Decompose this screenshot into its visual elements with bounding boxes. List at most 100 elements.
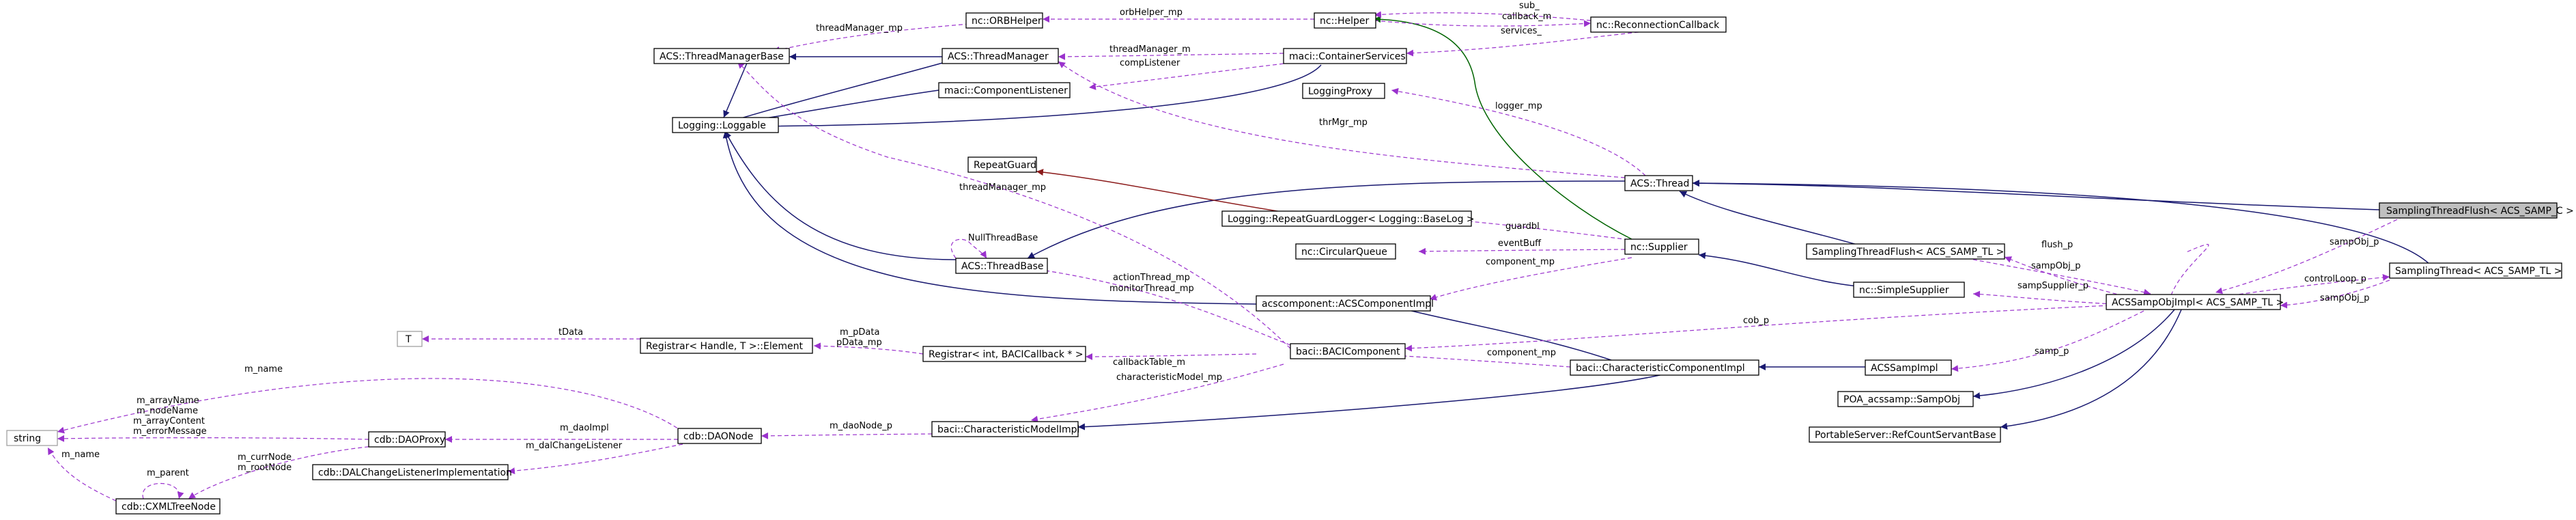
edge-threadbase-to-itself: [950, 238, 987, 259]
edge-orbhelper-to-threadmanagerbase: [772, 23, 970, 53]
node-characteristicmodelimpl[interactable]: baci::CharacteristicModelImpl: [931, 421, 1079, 437]
node-dalchangelistenerimplementation[interactable]: cdb::DALChangeListenerImplementation: [312, 464, 512, 480]
edge-stflush-c-to-acsthread: [1692, 180, 2380, 210]
node-helper[interactable]: nc::Helper: [1314, 12, 1376, 29]
node-orbhelper[interactable]: nc::ORBHelper: [965, 12, 1043, 29]
node-repeatguardlogger[interactable]: Logging::RepeatGuardLogger< Logging::Bas…: [1221, 210, 1475, 227]
node-daonode[interactable]: cdb::DAONode: [677, 428, 762, 444]
node-label: RepeatGuard: [974, 160, 1036, 171]
edge-supplier-to-circularqueue: [1418, 247, 1626, 255]
edge-sampobjimpl-to-simplesupplier: [1972, 290, 2114, 305]
node-label: Logging::Loggable: [678, 120, 766, 131]
node-label: nc::Helper: [1320, 16, 1370, 27]
edge-label: orbHelper_mp: [1120, 8, 1183, 18]
edge-label: threadManager_mp: [959, 182, 1046, 193]
edge-sampobjimpl-to-samplingthread: [2218, 274, 2390, 298]
edge-label: logger_mp: [1495, 101, 1542, 111]
node-cxmltreenode[interactable]: cdb::CXMLTreeNode: [115, 498, 221, 515]
edge-label: callbackTable_m: [1113, 357, 1185, 368]
edge-label: NullThreadBase: [968, 233, 1038, 243]
node-componentlistener[interactable]: maci::ComponentListener: [938, 82, 1071, 98]
edge-bacicomponent-to-registrar: [1085, 353, 1257, 360]
edge-daoproxy-to-cxmltreenode: [188, 445, 383, 500]
edge-label: component_mp: [1487, 348, 1556, 358]
edge-label: m_name: [61, 450, 100, 460]
node-acssampimpl[interactable]: ACSSampImpl: [1865, 359, 1952, 376]
node-label: baci::BACIComponent: [1296, 346, 1400, 357]
edge-label: services_: [1501, 26, 1542, 36]
edge-label: m_daoNode_p: [830, 421, 892, 431]
node-sampobjimpl[interactable]: ACSSampObjImpl< ACS_SAMP_TL >: [2106, 294, 2284, 310]
node-samplingthreadflush-c[interactable]: SamplingThreadFlush< ACS_SAMP_C >: [2379, 202, 2574, 219]
node-acscomponentimpl[interactable]: acscomponent::ACSComponentImpl: [1256, 295, 1434, 312]
edge-label: eventBuff: [1498, 238, 1542, 249]
node-t[interactable]: T: [397, 331, 423, 347]
edge-sampobjimpl-to-poasampobj: [1972, 309, 2175, 400]
edge-daoproxy-to-string: [57, 435, 369, 442]
node-bacicomponent[interactable]: baci::BACIComponent: [1290, 343, 1406, 359]
edge-threadmanager-to-loggable: [724, 61, 948, 124]
node-threadmanager[interactable]: ACS::ThreadManager: [942, 48, 1059, 64]
edge-label: guardbl: [1505, 221, 1540, 232]
edge-sampobjimpl-to-refcountservantbase: [2000, 309, 2182, 430]
edge-daonode-to-string: [57, 378, 683, 434]
node-label: PortableServer::RefCountServantBase: [1815, 430, 1996, 441]
node-containerservices[interactable]: maci::ContainerServices: [1283, 48, 1407, 64]
edge-containerservices-to-loggable: [724, 64, 1322, 130]
node-threadbase[interactable]: ACS::ThreadBase: [955, 258, 1048, 274]
edge-label: samp_p: [2035, 346, 2069, 357]
node-samplingthreadflush-tl[interactable]: SamplingThreadFlush< ACS_SAMP_TL >: [1806, 243, 2005, 260]
node-poa-sampobj[interactable]: POA_acssamp::SampObj: [1837, 391, 1974, 407]
edge-label: m_arrayContent: [133, 416, 205, 426]
node-loggable[interactable]: Logging::Loggable: [672, 117, 779, 133]
node-label: Registrar< int, BACICallback * >: [929, 349, 1084, 360]
node-circularqueue[interactable]: nc::CircularQueue: [1295, 243, 1396, 260]
node-label: Registrar< Handle, T >::Element: [646, 341, 803, 352]
node-samplingthread-tl[interactable]: SamplingThread< ACS_SAMP_TL >: [2389, 262, 2562, 279]
node-supplier[interactable]: nc::Supplier: [1624, 238, 1699, 255]
node-label: nc::SimpleSupplier: [1859, 285, 1949, 296]
node-label: cdb::DAOProxy: [374, 435, 445, 446]
edge-label: m_name: [244, 364, 283, 374]
edge-supplier-to-acscomponentimpl: [1429, 257, 1632, 301]
node-label: cdb::DAONode: [683, 431, 753, 442]
edge-sampobjimpl-to-stflush-c-forward: [2170, 244, 2209, 296]
node-label: SamplingThread< ACS_SAMP_TL >: [2395, 266, 2562, 277]
edge-acsthread-to-threadmanager: [1058, 61, 1626, 178]
node-repeatguard[interactable]: RepeatGuard: [967, 156, 1037, 173]
edge-label: monitorThread_mp: [1109, 284, 1194, 294]
edge-label: actionThread_mp: [1113, 273, 1190, 283]
edge-stflush-tl-to-sampobjimpl: [1966, 258, 2151, 296]
node-daoproxy[interactable]: cdb::DAOProxy: [368, 431, 446, 448]
node-loggingproxy[interactable]: LoggingProxy: [1302, 83, 1385, 99]
node-label: nc::ReconnectionCallback: [1596, 20, 1720, 31]
node-registrar[interactable]: Registrar< int, BACICallback * >: [922, 346, 1086, 362]
edge-stflush-c-to-sampobjimpl: [2215, 216, 2404, 295]
edge-reconnection-to-containerservices: [1406, 31, 1639, 57]
node-label: cdb::DALChangeListenerImplementation: [318, 467, 512, 478]
node-registrar-element[interactable]: Registrar< Handle, T >::Element: [640, 338, 813, 354]
node-reconnectioncallback[interactable]: nc::ReconnectionCallback: [1590, 16, 1727, 33]
node-threadmanagerbase[interactable]: ACS::ThreadManagerBase: [653, 48, 790, 64]
node-label: maci::ContainerServices: [1289, 51, 1406, 62]
node-acsthread[interactable]: ACS::Thread: [1624, 175, 1693, 191]
edge-charcompimpl-to-charmodelimpl: [1077, 373, 1667, 430]
edge-label: m_rootNode: [238, 463, 292, 473]
node-label: nc::ORBHelper: [972, 16, 1042, 27]
node-refcountservantbase[interactable]: PortableServer::RefCountServantBase: [1809, 426, 2001, 443]
edge-label: controlLoop_p: [2304, 274, 2366, 284]
edge-stflush-tl-to-acsthread: [1679, 191, 1858, 245]
node-simplesupplier[interactable]: nc::SimpleSupplier: [1853, 282, 1965, 298]
edge-label: sampObj_p: [2031, 261, 2081, 271]
node-label: LoggingProxy: [1308, 86, 1372, 97]
edge-label: thrMgr_mp: [1319, 118, 1368, 128]
node-label: SamplingThreadFlush< ACS_SAMP_C >: [2386, 206, 2574, 217]
node-label: ACS::Thread: [1630, 178, 1689, 189]
node-label: baci::CharacteristicModelImpl: [937, 424, 1079, 435]
node-characteristiccomponentimpl[interactable]: baci::CharacteristicComponentImpl: [1570, 359, 1759, 376]
edge-label: m_arrayName: [137, 396, 199, 406]
edge-label: component_mp: [1486, 257, 1555, 267]
edge-label: characteristicModel_mp: [1116, 372, 1222, 383]
edge-supplier-to-repeatguardlogger: [1454, 217, 1636, 241]
node-string[interactable]: string: [6, 430, 58, 446]
